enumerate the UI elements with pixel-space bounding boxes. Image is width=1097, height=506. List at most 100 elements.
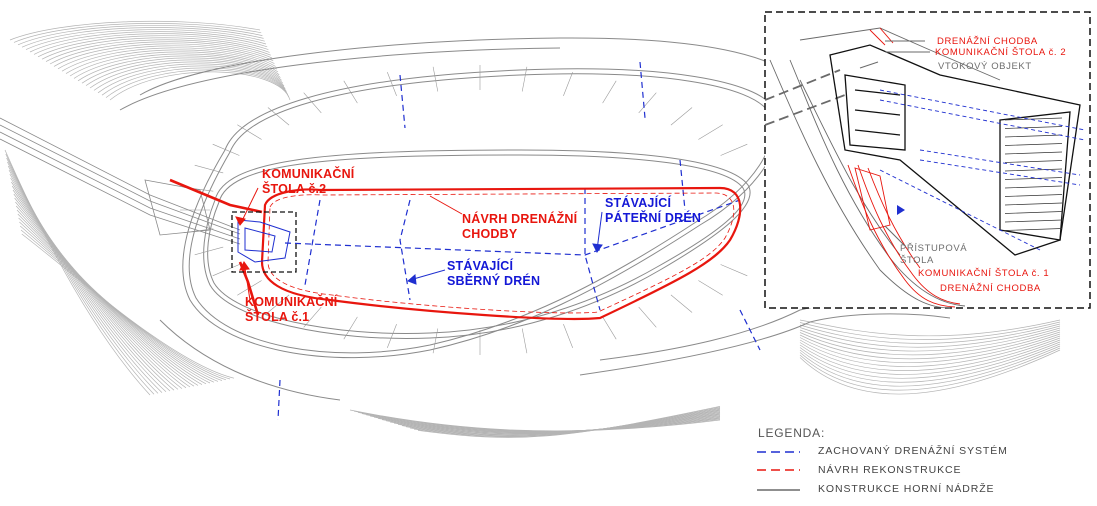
contour-line	[97, 65, 287, 94]
approach-lines	[0, 117, 241, 245]
contour-line	[61, 47, 276, 72]
rib-line	[432, 66, 439, 92]
contour-line	[799, 325, 1061, 348]
contour-line	[17, 25, 263, 46]
inset-tick	[1004, 211, 1063, 214]
contour-line	[6, 157, 159, 394]
contour-line	[19, 221, 223, 381]
inset-tick	[1004, 160, 1063, 163]
contour-line	[397, 410, 721, 435]
inset-label-pristupova-stola: PŘÍSTUPOVÁ ŠTOLA	[900, 243, 968, 266]
contour-line	[799, 343, 1061, 383]
contour-line	[799, 339, 1061, 375]
inset-label-drenazni-chodba-top: DRENÁŽNÍ CHODBA	[937, 36, 1038, 47]
label-komunikacni-stola-2: KOMUNIKAČNÍ ŠTOLA č.2	[262, 167, 355, 196]
intake-structure-small	[237, 219, 291, 263]
contour-line	[393, 410, 721, 435]
inset-tick	[1004, 228, 1063, 231]
rib-line	[638, 92, 657, 114]
contour-line	[385, 412, 721, 434]
rib-line	[521, 66, 528, 92]
contour-line	[4, 149, 151, 396]
contour-line	[69, 51, 279, 77]
contour-line	[9, 173, 175, 391]
rib-line	[303, 306, 322, 328]
contour-line	[11, 181, 183, 389]
proposed-drainage-gallery	[260, 186, 742, 320]
inset-tick	[1004, 134, 1063, 138]
access-arrow-icon	[897, 205, 905, 215]
contour-line	[11, 185, 187, 389]
rib-line	[602, 316, 617, 340]
contour-line	[15, 205, 207, 385]
contour-line	[109, 71, 291, 101]
rib-line	[670, 107, 693, 126]
contour-line	[45, 39, 271, 62]
contour-line	[57, 45, 275, 70]
contour-line	[10, 177, 179, 390]
contour-line	[799, 347, 1061, 391]
contour-line	[799, 337, 1061, 371]
contour-line	[15, 201, 203, 385]
contour-line	[49, 41, 273, 65]
detail-frame-small	[231, 211, 297, 273]
inset-tick	[1004, 117, 1063, 121]
contour-line	[25, 29, 265, 50]
legend-item-navrh: NÁVRH REKONSTRUKCE	[818, 464, 962, 476]
label-navrh-drenazni-chodby: NÁVRH DRENÁŽNÍ CHODBY	[462, 212, 578, 241]
inner-crest	[203, 149, 751, 339]
rib-line	[194, 164, 224, 174]
contour-line	[81, 57, 282, 84]
contour-line	[101, 67, 288, 96]
rib-line	[212, 264, 240, 277]
contour-line	[14, 197, 199, 386]
contour-line	[799, 327, 1061, 352]
rib-line	[387, 71, 397, 97]
label-komunikacni-stola-1: KOMUNIKAČNÍ ŠTOLA č.1	[245, 295, 338, 324]
rib-line	[343, 80, 358, 104]
rib-line	[720, 264, 748, 277]
legend-symbols	[757, 451, 800, 491]
rib-line	[267, 294, 290, 313]
inset-tick	[1004, 143, 1063, 146]
rib-line	[212, 143, 240, 156]
rib-line	[267, 107, 290, 126]
inset-tick	[1004, 168, 1063, 172]
contour-line	[7, 165, 167, 393]
inset-label-komunikacni-stola-1: KOMUNIKAČNÍ ŠTOLA č. 1	[918, 268, 1050, 279]
rib-line	[698, 124, 723, 140]
rib-line	[343, 316, 358, 340]
blue-leaders	[407, 211, 603, 285]
contour-line	[93, 63, 286, 91]
contour-line	[799, 341, 1061, 379]
contour-line	[89, 61, 285, 89]
contour-line	[5, 153, 155, 395]
contour-line	[799, 335, 1061, 367]
contour-line	[77, 55, 281, 82]
contour-line	[8, 169, 171, 392]
rib-line	[303, 92, 322, 114]
contour-line	[799, 333, 1061, 364]
contour-line	[29, 31, 267, 53]
contour-line	[377, 414, 721, 433]
contour-line	[409, 407, 721, 437]
contour-line	[413, 406, 721, 438]
contour-line	[18, 217, 219, 382]
contour-line	[17, 213, 215, 383]
contour-line	[73, 53, 280, 79]
contour-line	[13, 23, 262, 43]
inset-tick	[1004, 151, 1063, 155]
legend-item-zachovany: ZACHOVANÝ DRENÁŽNÍ SYSTÉM	[818, 445, 1008, 457]
contour-line	[401, 409, 721, 436]
legend-item-konstrukce: KONSTRUKCE HORNÍ NÁDRŽE	[818, 483, 995, 495]
contour-line	[381, 413, 721, 434]
contour-line	[21, 233, 235, 379]
contour-line	[369, 415, 721, 433]
rib-line	[602, 80, 617, 104]
rib-line	[698, 280, 723, 296]
contour-line	[799, 331, 1061, 360]
contour-line	[799, 323, 1061, 344]
inset-tick	[1004, 185, 1063, 189]
